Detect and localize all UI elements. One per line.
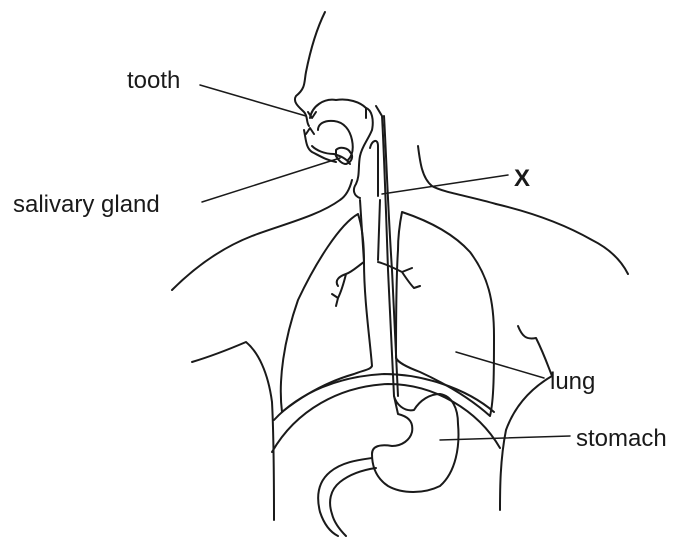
right-bronchus (378, 262, 420, 288)
left-bronchus (332, 262, 364, 306)
right-torso-outline (500, 326, 552, 510)
neck-back-outline (418, 146, 496, 204)
trachea-right-wall (378, 200, 380, 260)
tooth-label: tooth (127, 67, 180, 94)
salivary-gland-pointer-line (202, 158, 340, 202)
upper-mouth-cavity (310, 99, 366, 118)
face-profile (295, 12, 325, 126)
right-shoulder-outline (496, 204, 628, 274)
lung-pointer-line (456, 352, 544, 378)
left-shoulder-outline (172, 180, 352, 290)
larynx-outline (370, 141, 378, 196)
small-intestine-inner (330, 468, 376, 536)
lung-label: lung (550, 368, 595, 395)
pharynx-outline (354, 108, 373, 198)
chin-outline (304, 130, 336, 162)
tooth-pointer-line (200, 85, 306, 116)
salivary-gland-label: salivary gland (13, 191, 160, 218)
left-torso-outline (192, 342, 274, 520)
lower-tooth (306, 128, 314, 134)
left-lung (281, 214, 372, 412)
x-label: X (514, 165, 530, 192)
stomach-outline (372, 394, 458, 492)
stomach-label: stomach (576, 425, 667, 452)
